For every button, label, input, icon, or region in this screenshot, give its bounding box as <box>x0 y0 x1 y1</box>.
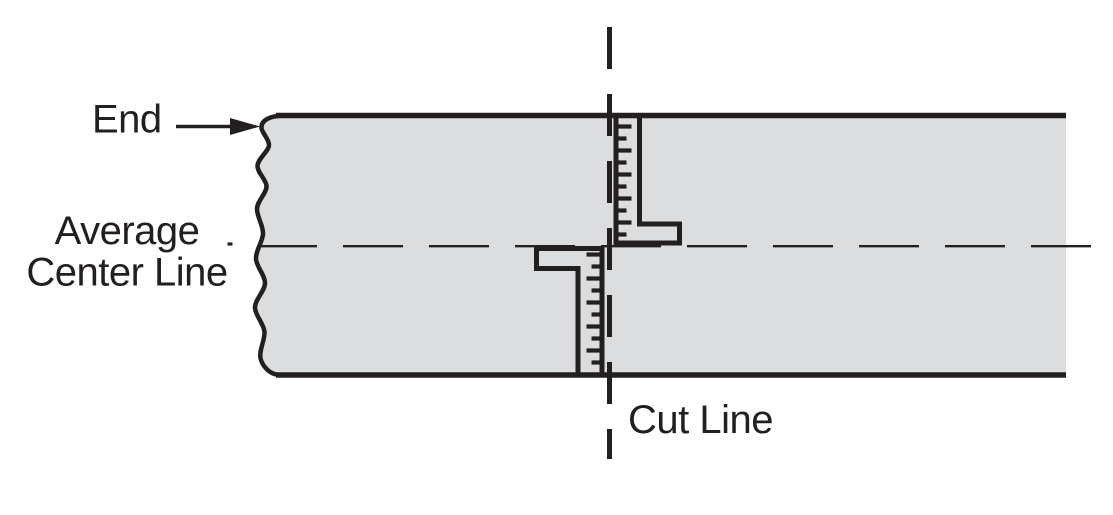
lower-hook-ruler <box>534 246 605 377</box>
lower-ruler-outline <box>534 246 605 377</box>
end-label: End <box>92 98 162 142</box>
average-center-line-label-line2: Center Line <box>26 251 227 295</box>
cut-line-label: Cut Line <box>628 398 773 442</box>
center-line-group <box>227 242 1113 248</box>
lower-ruler-ticks <box>586 252 602 365</box>
annotations: End Average Center Line Cut Line <box>26 98 773 443</box>
upper-hook-ruler <box>613 113 682 246</box>
average-center-line-label-line1: Average <box>55 209 200 253</box>
upper-ruler-ticks <box>616 124 632 237</box>
arrowhead-icon <box>230 118 260 135</box>
